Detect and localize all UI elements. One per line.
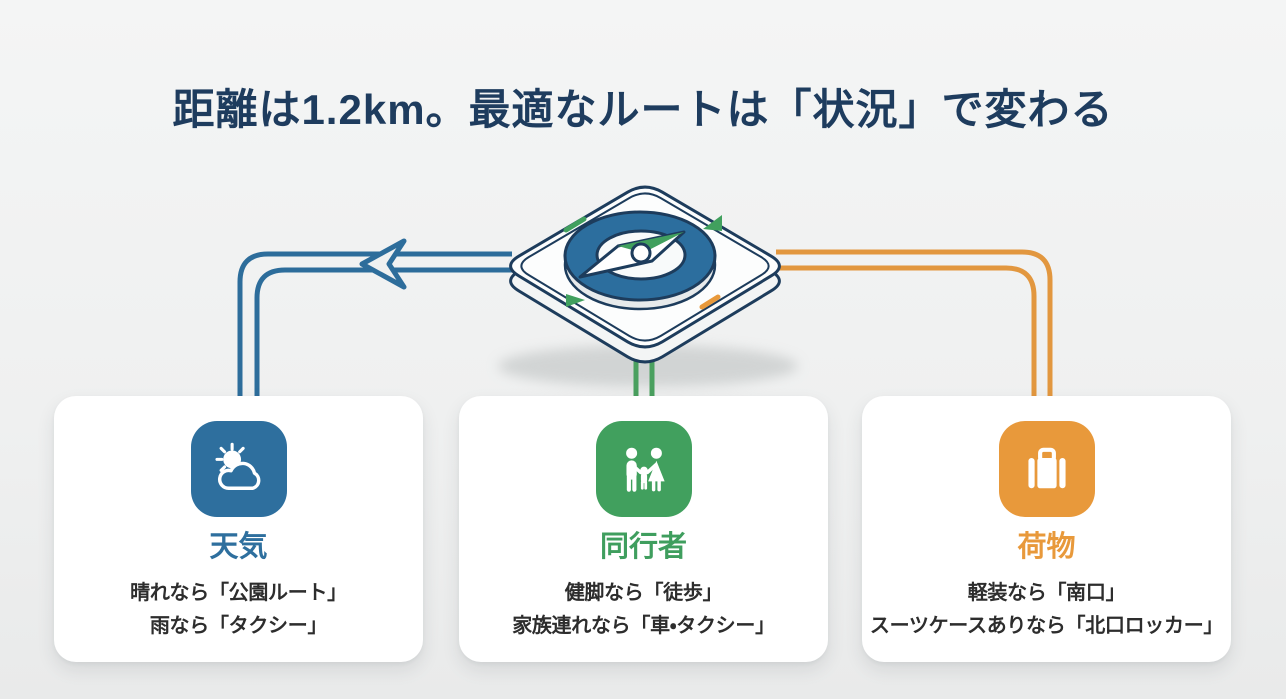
card-companions: 同行者 健脚なら「徒歩」 家族連れなら「車・タクシー」	[459, 396, 828, 662]
luggage-line-2: スーツケースありなら「北口ロッカー」	[869, 614, 1224, 637]
connector-luggage	[776, 249, 1053, 398]
companions-line-1: 健脚なら「徒歩」	[564, 581, 723, 604]
weather-line-2: 雨なら「タクシー」	[149, 614, 328, 637]
family-icon	[625, 447, 665, 492]
card-text-companions: 健脚なら「徒歩」 家族連れなら「車・タクシー」	[459, 577, 828, 643]
card-text-luggage: 軽装なら「南口」 スーツケースありなら「北口ロッカー」	[862, 577, 1231, 643]
compass-needle	[578, 230, 686, 279]
card-title-weather: 天気	[209, 531, 268, 563]
card-text-weather: 晴れなら「公園ルート」 雨なら「タクシー」	[54, 577, 423, 643]
weather-icon-tile	[190, 421, 287, 517]
companions-icon-tile	[595, 421, 692, 517]
luggage-icon-tile	[998, 421, 1095, 517]
suitcase-icon	[1027, 447, 1066, 489]
card-luggage: 荷物 軽装なら「南口」 スーツケースありなら「北口ロッカー」	[862, 396, 1231, 662]
connector-weather	[237, 238, 512, 398]
card-title-companions: 同行者	[599, 531, 687, 563]
compass-shadow	[498, 345, 798, 387]
arrowhead-icon	[359, 238, 407, 290]
luggage-line-1: 軽装なら「南口」	[967, 581, 1126, 604]
compass-tick-marks	[563, 215, 722, 310]
weather-line-1: 晴れなら「公園ルート」	[130, 581, 347, 604]
card-weather: 天気 晴れなら「公園ルート」 雨なら「タクシー」	[54, 396, 423, 662]
companions-line-2: 家族連れなら「車・タクシー」	[512, 614, 775, 637]
card-title-luggage: 荷物	[1017, 531, 1076, 563]
page-title: 距離は1.2km。最適なルートは「状況」で変わる	[172, 86, 1114, 133]
sun-cloud-icon	[214, 442, 260, 490]
compass-icon	[509, 185, 781, 364]
